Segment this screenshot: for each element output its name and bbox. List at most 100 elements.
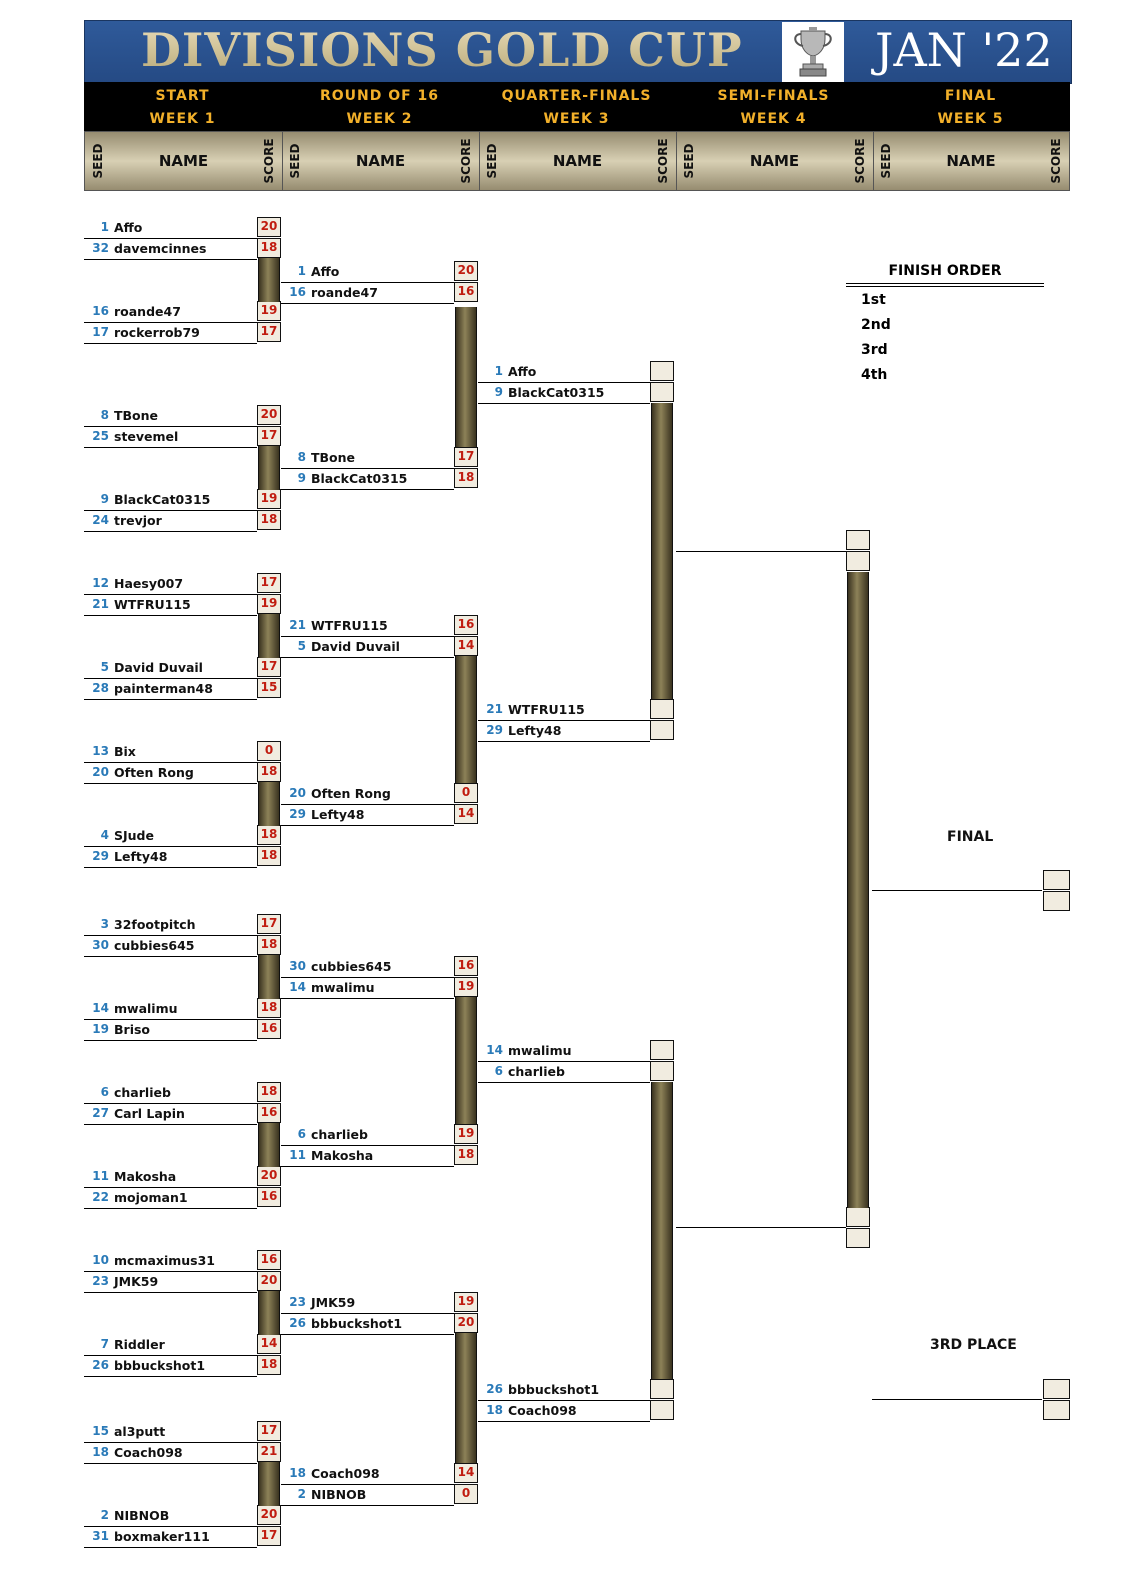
seed-header: SEED: [682, 143, 696, 179]
seed-number: 9: [494, 385, 503, 399]
seed-number: 5: [100, 660, 109, 674]
bracket-connector: [455, 997, 477, 1124]
score-box: [650, 1379, 674, 1399]
seed-number: 26: [289, 1316, 306, 1330]
seed-number: 16: [289, 285, 306, 299]
seed-number: 23: [289, 1295, 306, 1309]
seed-number: 1: [494, 364, 503, 378]
seed-number: 1: [297, 264, 306, 278]
score-box: 16: [454, 282, 478, 302]
table-row: 14 mwalimu: [84, 998, 257, 1020]
round-name: FINAL: [944, 88, 997, 104]
score-box: 18: [257, 762, 281, 782]
player-name: Carl Lapin: [114, 1106, 185, 1121]
score-box: 14: [454, 1463, 478, 1483]
seed-number: 16: [92, 304, 109, 318]
player-name: mcmaximus31: [114, 1253, 216, 1268]
seed-number: 21: [486, 702, 503, 716]
score-box: 17: [257, 322, 281, 342]
seed-number: 6: [100, 1085, 109, 1099]
score-box: 19: [257, 489, 281, 509]
player-name: BlackCat0315: [114, 492, 211, 507]
seed-number: 8: [100, 408, 109, 422]
score-box: 19: [257, 301, 281, 321]
player-name: Lefty48: [508, 723, 562, 738]
player-name: SJude: [114, 828, 154, 843]
score-box: 20: [454, 261, 478, 281]
seed-number: 23: [92, 1274, 109, 1288]
player-name: boxmaker111: [114, 1529, 210, 1544]
score-box: 17: [257, 657, 281, 677]
player-name: JMK59: [311, 1295, 356, 1310]
seed-header: SEED: [879, 143, 893, 179]
score-box: 17: [257, 914, 281, 934]
score-box: [650, 361, 674, 381]
score-box: 17: [257, 1421, 281, 1441]
score-box: 14: [454, 804, 478, 824]
score-box: 20: [257, 1166, 281, 1186]
finish-order: FINISH ORDER 1st 2nd 3rd 4th: [846, 263, 1044, 388]
score-box: 18: [257, 846, 281, 866]
player-name: cubbies645: [311, 959, 392, 974]
player-name: Often Rong: [114, 765, 194, 780]
seed-number: 3: [100, 917, 109, 931]
bracket-connector: [258, 1291, 280, 1335]
seed-number: 6: [494, 1064, 503, 1078]
score-header: SCORE: [262, 138, 276, 184]
seed-number: 27: [92, 1106, 109, 1120]
seed-number: 1: [100, 220, 109, 234]
table-row: 23 JMK59: [281, 1292, 454, 1314]
player-name: Makosha: [311, 1148, 374, 1163]
player-name: BlackCat0315: [311, 471, 408, 486]
bracket-connector: [847, 572, 869, 1208]
seed-number: 19: [92, 1022, 109, 1036]
round-week: WEEK 2: [346, 111, 413, 127]
player-name: David Duvail: [311, 639, 400, 654]
player-name: bbbuckshot1: [114, 1358, 206, 1373]
score-box: [846, 551, 870, 571]
seed-number: 18: [486, 1403, 503, 1417]
score-box: 0: [454, 1484, 478, 1504]
score-box: 19: [257, 594, 281, 614]
player-name: Affo: [311, 264, 340, 279]
round-name: ROUND OF 16: [319, 88, 440, 104]
seed-number: 18: [92, 1445, 109, 1459]
player-name: David Duvail: [114, 660, 203, 675]
score-box: 16: [257, 1187, 281, 1207]
bracket-line: [676, 1227, 846, 1228]
seed-number: 25: [92, 429, 109, 443]
seed-number: 20: [92, 765, 109, 779]
name-header: NAME: [355, 152, 406, 170]
table-row: 27 Carl Lapin: [84, 1103, 257, 1125]
seed-number: 14: [92, 1001, 109, 1015]
score-box: [650, 1400, 674, 1420]
player-name: roande47: [311, 285, 378, 300]
bracket-connector: [258, 1462, 280, 1506]
score-box: 18: [257, 935, 281, 955]
score-box: 18: [257, 238, 281, 258]
seed-number: 32: [92, 241, 109, 255]
player-name: mwalimu: [114, 1001, 178, 1016]
player-name: mwalimu: [311, 980, 375, 995]
player-name: mwalimu: [508, 1043, 572, 1058]
score-box: [1043, 1400, 1070, 1420]
score-box: 20: [257, 1271, 281, 1291]
player-name: al3putt: [114, 1424, 166, 1439]
player-name: Briso: [114, 1022, 151, 1037]
